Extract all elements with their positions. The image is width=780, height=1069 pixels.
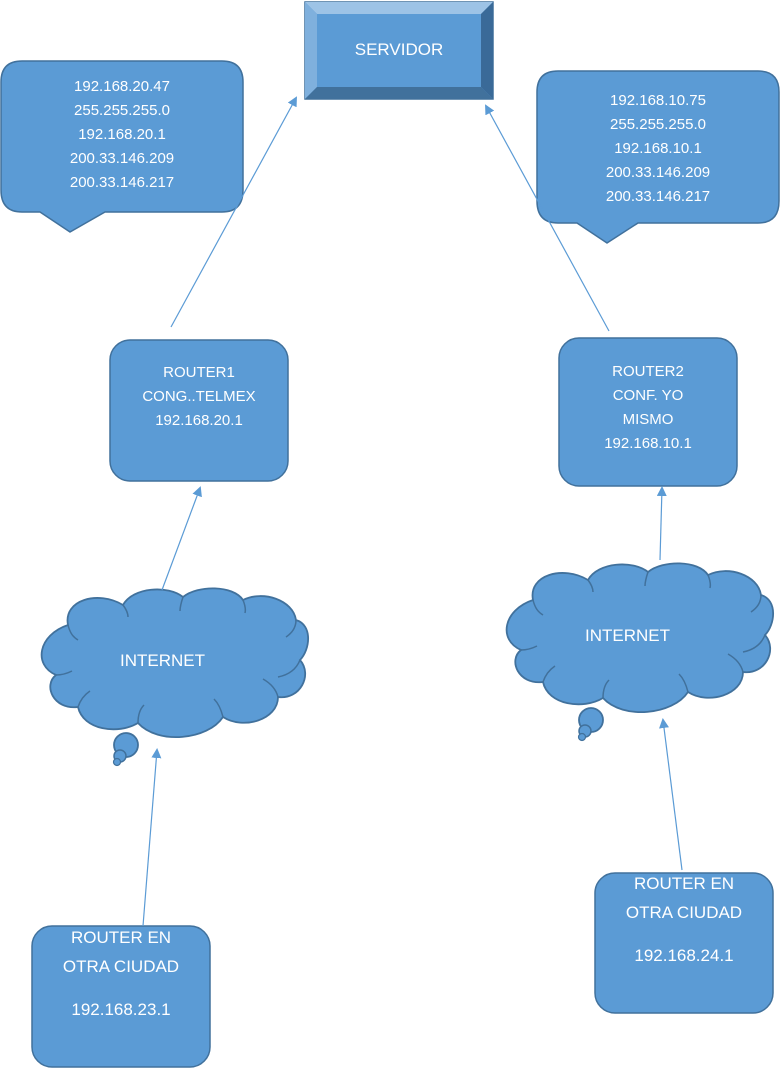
router2-config: CONF. YO <box>612 387 684 404</box>
cloud-left-label: INTERNET <box>90 649 235 673</box>
internet-cloud-left <box>40 587 310 767</box>
remote-router-left-label: ROUTER EN OTRA CIUDAD 192.168.23.1 <box>32 923 210 1024</box>
router1-shape <box>109 339 289 482</box>
router2-name: ROUTER2 <box>612 363 684 380</box>
callout-left: 192.168.20.47 255.255.255.0 192.168.20.1… <box>1 75 243 195</box>
callout-right-ip: 192.168.10.75 <box>610 92 706 109</box>
router2-label: ROUTER2 CONF. YO MISMO 192.168.10.1 <box>559 360 737 456</box>
callout-left-ip: 192.168.20.47 <box>74 78 170 95</box>
arrow-cloud-left-to-router1 <box>161 486 202 591</box>
router2-shape <box>558 337 738 487</box>
remote-router-right-label: ROUTER EN OTRA CIUDAD 192.168.24.1 <box>595 869 773 970</box>
remote-router-left-shape <box>31 925 211 1068</box>
callout-right: 192.168.10.75 255.255.255.0 192.168.10.1… <box>537 89 779 209</box>
arrow-router1-to-server <box>170 96 297 328</box>
cloud-left-text: INTERNET <box>120 651 205 670</box>
router2-ip: 192.168.10.1 <box>604 435 692 452</box>
cloud-right-label: INTERNET <box>555 624 700 648</box>
router1-name: ROUTER1 <box>163 364 235 381</box>
router1-config: CONG..TELMEX <box>142 388 256 405</box>
callout-right-mask: 255.255.255.0 <box>610 116 706 133</box>
callout-right-shape <box>536 70 780 244</box>
callout-right-dns2: 200.33.146.217 <box>605 188 711 205</box>
callout-left-mask: 255.255.255.0 <box>74 102 170 119</box>
remote-router-left-line2: OTRA CIUDAD <box>62 957 180 976</box>
callout-right-dns1: 200.33.146.209 <box>605 164 711 181</box>
arrow-remote-left-to-cloud <box>142 748 162 927</box>
arrow-remote-right-to-cloud <box>659 718 683 871</box>
callout-left-shape <box>0 60 244 233</box>
internet-cloud-right <box>505 562 775 742</box>
callout-left-dns2: 200.33.146.217 <box>69 174 175 191</box>
callout-right-gateway: 192.168.10.1 <box>614 140 702 157</box>
remote-router-right-line2: OTRA CIUDAD <box>625 903 743 922</box>
remote-router-right-line1: ROUTER EN <box>633 874 735 893</box>
remote-router-left-line1: ROUTER EN <box>70 928 172 947</box>
server-node <box>304 1 494 100</box>
arrow-cloud-right-to-router2 <box>656 486 667 561</box>
router2-config-2: MISMO <box>622 411 674 428</box>
remote-router-left-ip: 192.168.23.1 <box>71 1000 171 1019</box>
arrow-router2-to-server <box>485 104 610 332</box>
router1-ip: 192.168.20.1 <box>155 412 243 429</box>
cloud-right-text: INTERNET <box>585 626 670 645</box>
server-label: SERVIDOR <box>305 38 493 62</box>
server-label-text: SERVIDOR <box>354 40 444 59</box>
callout-left-dns1: 200.33.146.209 <box>69 150 175 167</box>
router1-label: ROUTER1 CONG..TELMEX 192.168.20.1 <box>110 361 288 433</box>
callout-left-gateway: 192.168.20.1 <box>78 126 166 143</box>
remote-router-right-ip: 192.168.24.1 <box>634 946 734 965</box>
remote-router-right-shape <box>594 872 774 1014</box>
